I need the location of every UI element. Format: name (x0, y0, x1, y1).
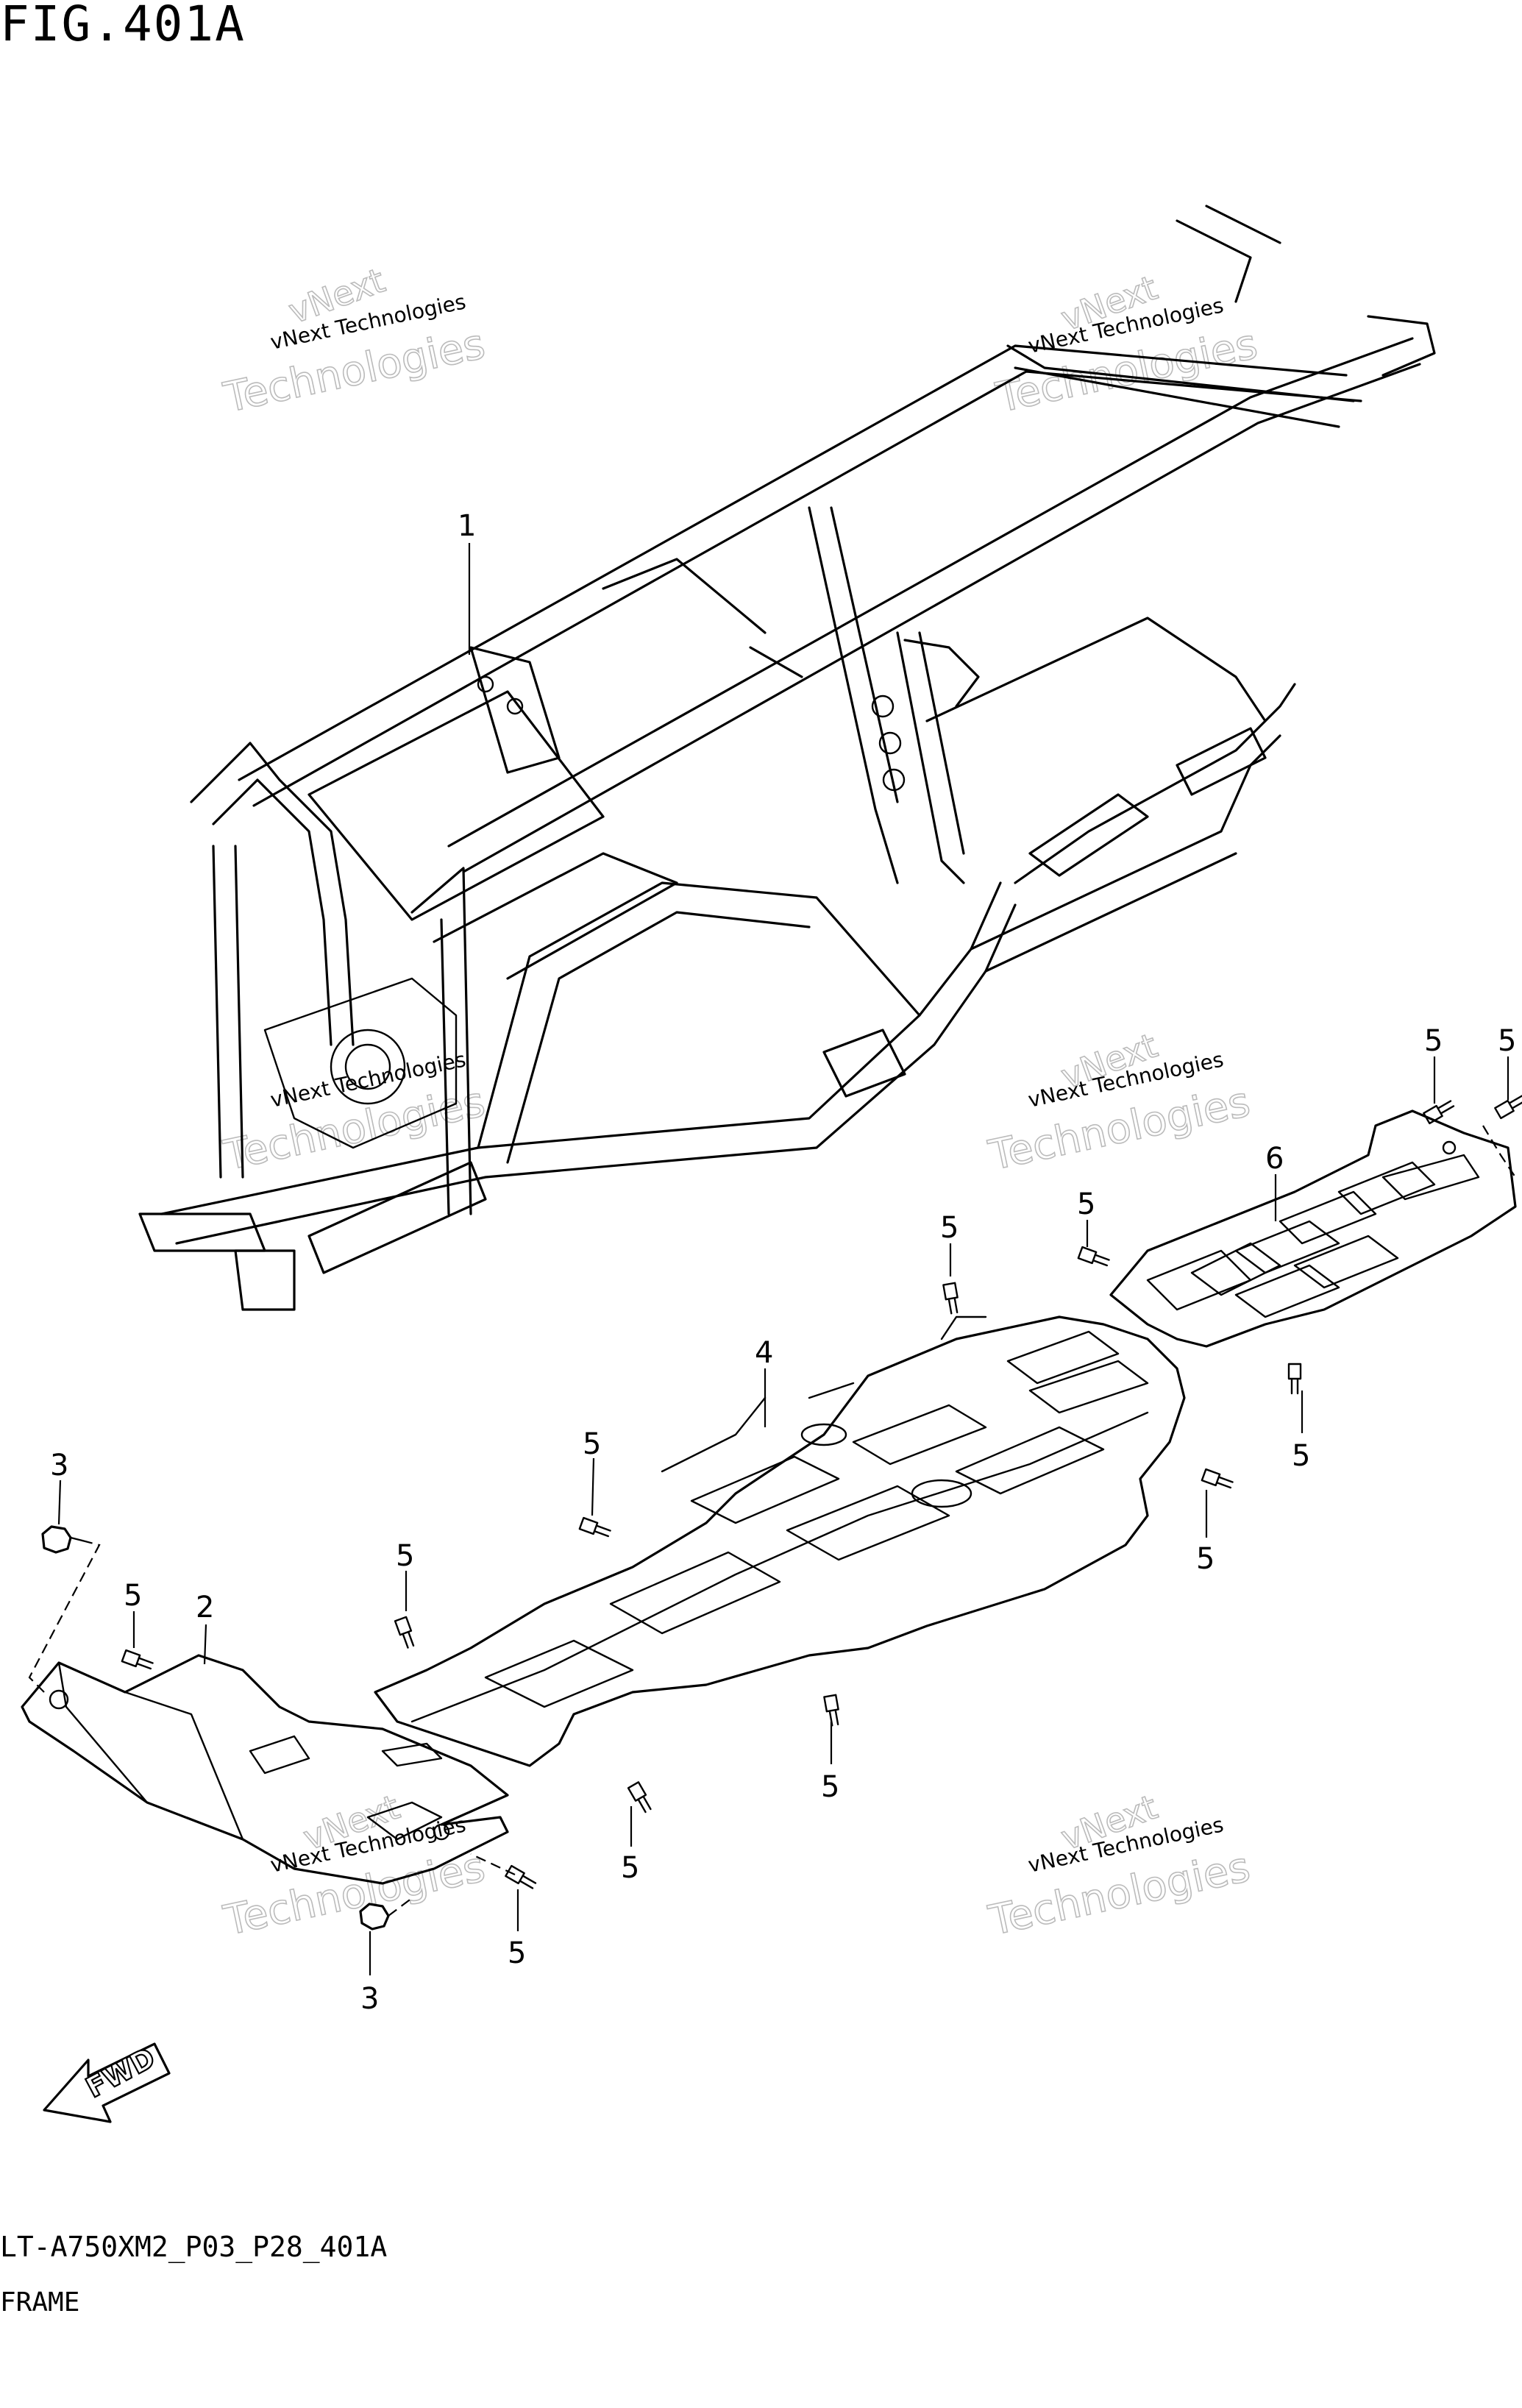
drawing-code: LT-A750XM2_P03_P28_401A (0, 2231, 388, 2263)
watermark-mid-right: Technologies vNext Technologies vNext (984, 1025, 1255, 1181)
bolt-11 (627, 1781, 652, 1814)
nut-lower-part[interactable] (359, 1903, 390, 1931)
callout-1: 1 (458, 509, 476, 543)
rear-guard-part[interactable] (1109, 1109, 1517, 1348)
center-guard-part[interactable] (374, 1315, 1186, 1767)
bolt-8 (394, 1616, 415, 1649)
front-guard-part[interactable] (21, 1654, 509, 1885)
callout-5-k: 5 (621, 1851, 639, 1885)
callout-4: 4 (755, 1336, 773, 1370)
callout-2: 2 (196, 1591, 214, 1624)
watermark-bottom-left: Technologies vNext Technologies vNext (219, 1786, 490, 1946)
bolt-2 (1494, 1095, 1522, 1120)
callout-5-d: 5 (940, 1211, 959, 1245)
fwd-label: FWD (81, 2041, 160, 2104)
callout-5-c: 5 (1077, 1187, 1095, 1221)
watermark-mid-left: Technologies vNext Technologies (219, 1047, 490, 1180)
callout-5-a: 5 (1424, 1024, 1443, 1058)
callout-labels: 1 2 3 3 4 6 5 5 5 5 5 5 5 5 5 5 5 5 (50, 509, 1516, 2016)
bolt-3 (1077, 1246, 1110, 1267)
callout-5-l: 5 (508, 1936, 526, 1970)
bolt-4 (942, 1282, 959, 1315)
fwd-arrow-icon: FWD (43, 2040, 171, 2123)
watermark-top-right: Technologies vNext Technologies vNext (992, 267, 1262, 423)
callout-5-h: 5 (396, 1539, 414, 1573)
callout-3-upper: 3 (50, 1449, 68, 1482)
callout-3-lower: 3 (360, 1982, 379, 2016)
callout-5-b: 5 (1498, 1024, 1516, 1058)
bolt-7 (1201, 1468, 1234, 1489)
bolt-9 (121, 1649, 154, 1670)
callout-5-j: 5 (821, 1770, 839, 1804)
leader-lines (28, 543, 1516, 1975)
nut-upper-part[interactable] (41, 1525, 84, 1554)
bolt-5 (1287, 1363, 1302, 1395)
callout-5-g: 5 (1196, 1542, 1215, 1576)
callout-5-i: 5 (124, 1579, 142, 1613)
callout-5-f: 5 (583, 1427, 601, 1461)
section-name: FRAME (0, 2287, 80, 2318)
callout-6: 6 (1265, 1142, 1284, 1176)
figure-title: FIG.401A (0, 0, 246, 52)
bolt-6 (578, 1516, 611, 1538)
bolt-10 (823, 1694, 839, 1727)
callout-5-e: 5 (1292, 1439, 1310, 1473)
frame-part[interactable] (138, 205, 1436, 1311)
watermark-top-left: Technologies vNext Technologies vNext (219, 260, 490, 423)
bolt-1 (1423, 1100, 1455, 1125)
bolt-12 (505, 1864, 537, 1889)
watermark-bottom-right: Technologies vNext Technologies vNext (984, 1786, 1255, 1946)
